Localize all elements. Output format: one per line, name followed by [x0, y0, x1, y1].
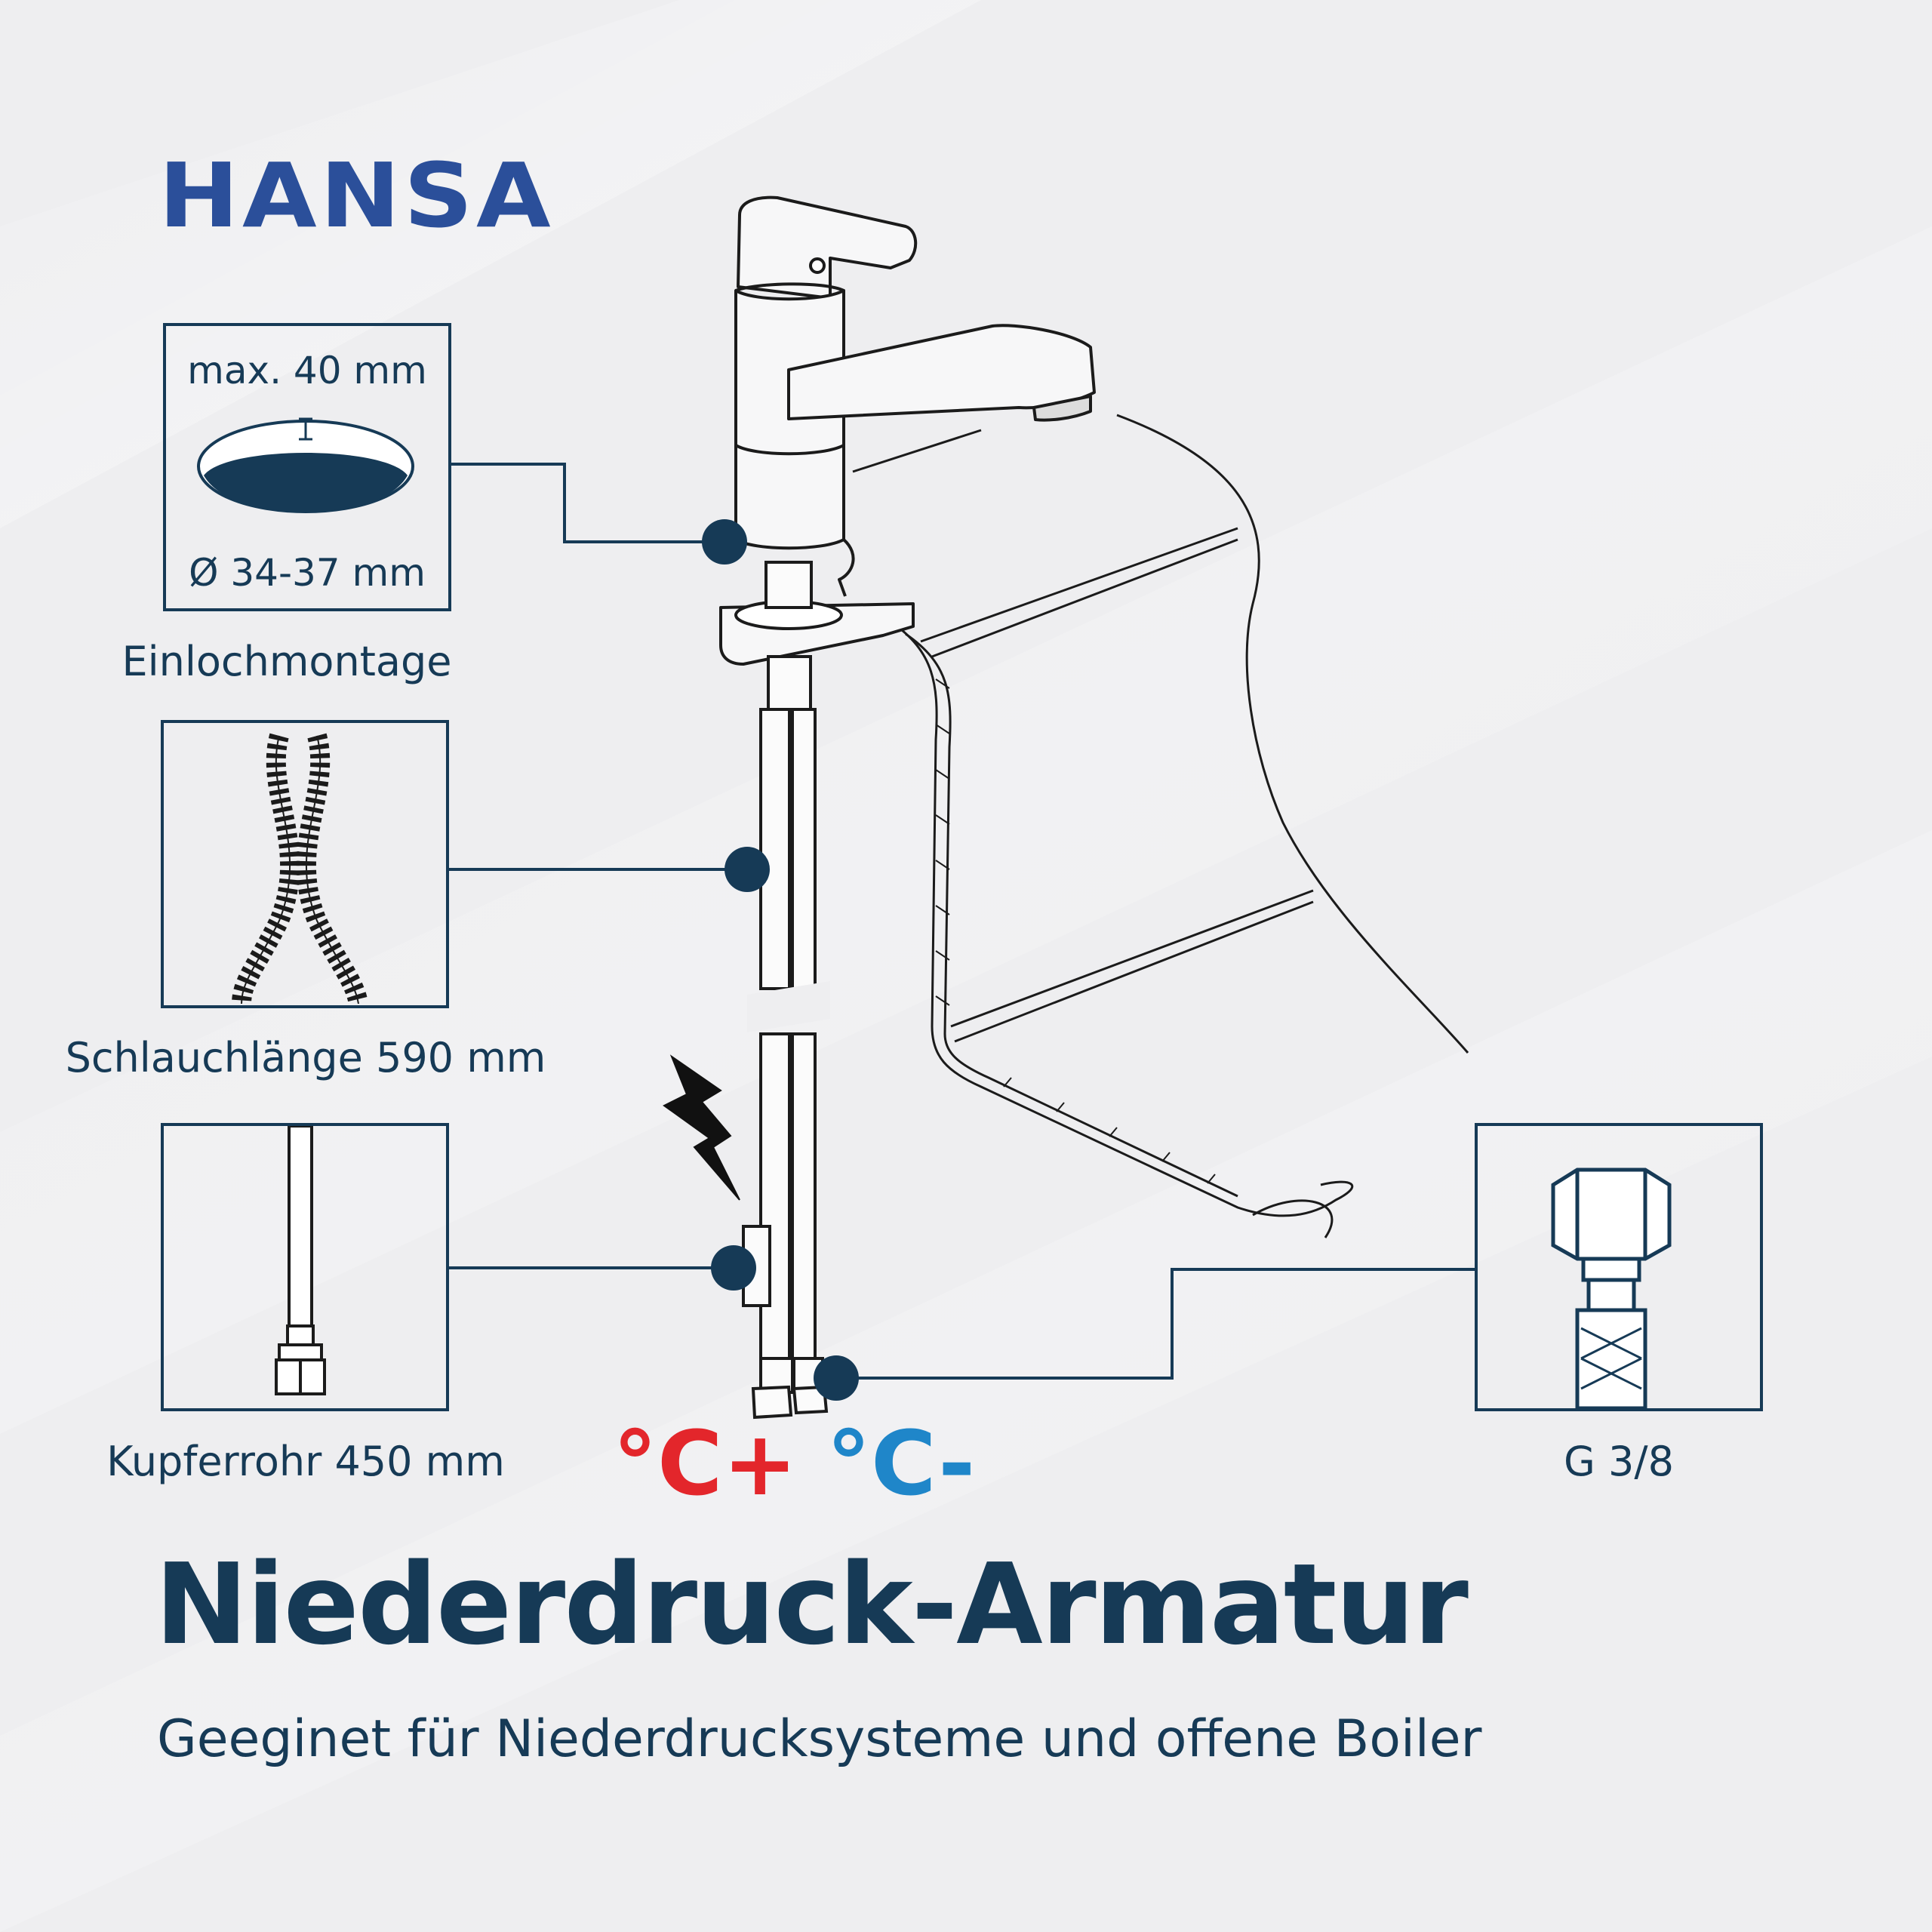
hot-water-label: °C+ [613, 1411, 798, 1515]
callout-dot-hose [724, 847, 770, 892]
page-title: Niederdruck-Armatur [155, 1540, 1469, 1669]
supply-lines [742, 561, 829, 1420]
hose-length-box [161, 720, 449, 1008]
callout-lines [449, 463, 1475, 1380]
page-subtitle: Geeginet für Niederdrucksysteme und offe… [157, 1709, 1482, 1769]
thread-size-box [1475, 1123, 1763, 1411]
sink-outline [852, 414, 1469, 1238]
mounting-hole-box: max. 40 mm Ø 34-37 mm [163, 323, 451, 611]
sink-wall-hatching [935, 678, 1216, 1184]
copper-pipe-box [161, 1123, 449, 1411]
braided-hose-illustration [232, 733, 368, 1006]
callout-dots [702, 519, 859, 1401]
hansa-logo: HANSA [158, 143, 554, 248]
copper-pipe-illustration [275, 1124, 326, 1395]
cold-water-label: °C- [826, 1411, 976, 1515]
pipe-break-marks [747, 981, 830, 1032]
max-thickness-label: max. 40 mm [187, 349, 427, 392]
mounting-caption: Einlochmontage [122, 638, 452, 685]
thread-fitting-illustration [1551, 1168, 1672, 1411]
callout-dot-mounting [702, 519, 747, 565]
thread-caption: G 3/8 [1564, 1438, 1674, 1485]
hose-caption: Schlauchlänge 590 mm [65, 1034, 546, 1081]
pipe-caption: Kupferrohr 450 mm [106, 1438, 505, 1485]
lightning-icon [663, 1054, 740, 1201]
mounting-plate [719, 600, 915, 666]
callout-dot-pipe [711, 1245, 756, 1291]
callout-dot-thread [814, 1355, 859, 1401]
mounting-hole-illustration [197, 417, 414, 513]
faucet-body [734, 195, 1096, 597]
hole-diameter-label: Ø 34-37 mm [189, 551, 426, 595]
